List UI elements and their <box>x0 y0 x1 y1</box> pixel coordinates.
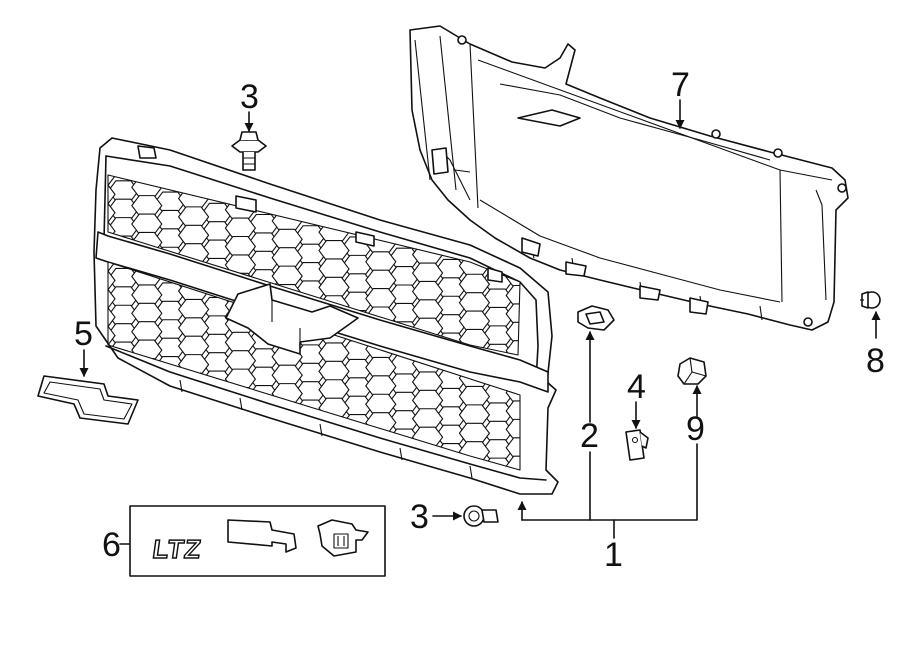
callout-1: 1 <box>604 536 623 574</box>
callout-5: 5 <box>74 315 93 353</box>
bolt-lower <box>463 505 499 527</box>
grille-assembly <box>93 137 559 495</box>
callout-labels: 3 7 8 5 2 4 9 3 1 6 <box>74 66 885 574</box>
callout-6: 6 <box>102 526 121 564</box>
callout-4: 4 <box>627 368 646 406</box>
bowtie-emblem <box>37 375 139 425</box>
callout-2: 2 <box>580 417 599 455</box>
push-pin-retainer <box>860 291 881 309</box>
nut-clip <box>625 429 649 461</box>
lower-grille-mesh <box>108 262 520 470</box>
leader-lines <box>79 99 881 545</box>
callout-9: 9 <box>686 410 705 448</box>
grille-reinforcement <box>409 25 849 331</box>
callout-8: 8 <box>866 342 885 380</box>
callout-3-lower: 3 <box>410 498 429 536</box>
callout-7: 7 <box>671 66 690 104</box>
callout-3-upper: 3 <box>240 78 259 116</box>
retainer-clip <box>577 305 615 331</box>
emblem-kit-box: LTZ <box>129 505 386 577</box>
bolt-upper <box>231 131 267 171</box>
ltz-emblem-text: LTZ <box>151 534 204 564</box>
fastener-clip <box>677 357 707 385</box>
